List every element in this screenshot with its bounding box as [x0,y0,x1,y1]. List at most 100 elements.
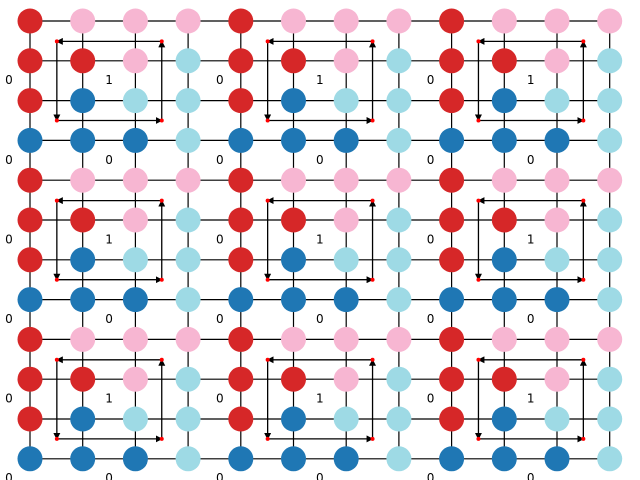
node-light-blue [386,207,412,233]
node-red [228,326,254,352]
plaquette-corner-dot [159,39,164,44]
plaquette-corner-dot [159,277,164,282]
node-red [439,406,465,432]
node-light-blue [122,247,148,273]
label-left-lower: 0 [427,471,435,480]
node-light-blue [175,406,201,432]
node-light-blue [122,88,148,114]
label-left-lower: 0 [5,153,13,167]
plaquette-corner-dot [159,436,164,441]
plaquette-corner-dot [581,436,586,441]
label-left-lower: 0 [216,153,224,167]
node-dark-blue [333,127,359,153]
lattice-nodes [17,8,623,472]
node-pink [386,326,412,352]
node-red [70,366,96,392]
node-dark-blue [544,127,570,153]
label-left-upper: 0 [427,73,435,87]
node-light-blue [175,207,201,233]
label-bottom: 0 [316,153,324,167]
node-dark-blue [333,287,359,313]
node-pink [281,8,306,34]
node-light-blue [386,366,412,392]
plaquette-loop [264,356,377,443]
plaquette-corner-dot [476,118,481,123]
label-left-upper: 0 [216,232,224,246]
plaquette-loop [53,356,166,443]
plaquette-corner-dot [54,357,59,362]
node-dark-blue [491,88,517,114]
label-center: 1 [316,73,324,87]
node-red [281,207,306,233]
label-bottom: 0 [105,471,113,480]
plaquette-loops [53,37,587,443]
plaquette-corner-dot [54,118,59,123]
label-center: 1 [527,392,535,406]
node-light-blue [386,127,412,153]
node-red [439,167,465,193]
node-light-blue [175,88,201,114]
node-light-blue [597,406,623,432]
node-pink [491,326,517,352]
node-red [17,88,43,114]
node-dark-blue [70,287,96,313]
node-dark-blue [491,406,517,432]
node-pink [333,326,359,352]
node-light-blue [544,88,570,114]
label-left-lower: 0 [427,312,435,326]
node-light-blue [122,406,148,432]
node-dark-blue [491,247,517,273]
node-light-blue [544,406,570,432]
label-center: 1 [527,73,535,87]
node-dark-blue [544,287,570,313]
node-red [439,8,465,34]
node-red [439,247,465,273]
plaquette-loop [474,37,587,124]
node-red [17,8,43,34]
node-dark-blue [333,446,359,472]
label-center: 1 [316,392,324,406]
label-center: 1 [105,73,113,87]
node-red [70,207,96,233]
plaquette-loop [53,37,166,124]
node-light-blue [175,287,201,313]
plaquette-corner-dot [581,277,586,282]
node-pink [70,326,96,352]
node-pink [597,326,623,352]
plaquette-corner-dot [370,118,375,123]
label-bottom: 0 [527,312,535,326]
node-pink [122,8,148,34]
node-dark-blue [122,287,148,313]
label-left-lower: 0 [216,312,224,326]
node-pink [122,48,148,74]
node-pink [597,167,623,193]
node-pink [122,326,148,352]
node-dark-blue [70,88,96,114]
node-light-blue [544,247,570,273]
node-red [439,326,465,352]
node-red [228,207,254,233]
node-light-blue [597,287,623,313]
node-light-blue [175,247,201,273]
node-red [491,207,517,233]
node-light-blue [386,287,412,313]
node-red [17,247,43,273]
node-dark-blue [491,446,517,472]
label-left-upper: 0 [427,392,435,406]
node-light-blue [386,48,412,74]
plaquette-corner-dot [159,118,164,123]
node-red [439,48,465,74]
node-dark-blue [281,247,306,273]
label-left-upper: 0 [216,392,224,406]
node-red [439,366,465,392]
node-pink [386,167,412,193]
node-light-blue [597,127,623,153]
node-red [17,48,43,74]
node-red [17,366,43,392]
label-center: 1 [527,232,535,246]
node-red [491,366,517,392]
node-dark-blue [439,127,465,153]
node-red [491,48,517,74]
node-pink [70,8,96,34]
